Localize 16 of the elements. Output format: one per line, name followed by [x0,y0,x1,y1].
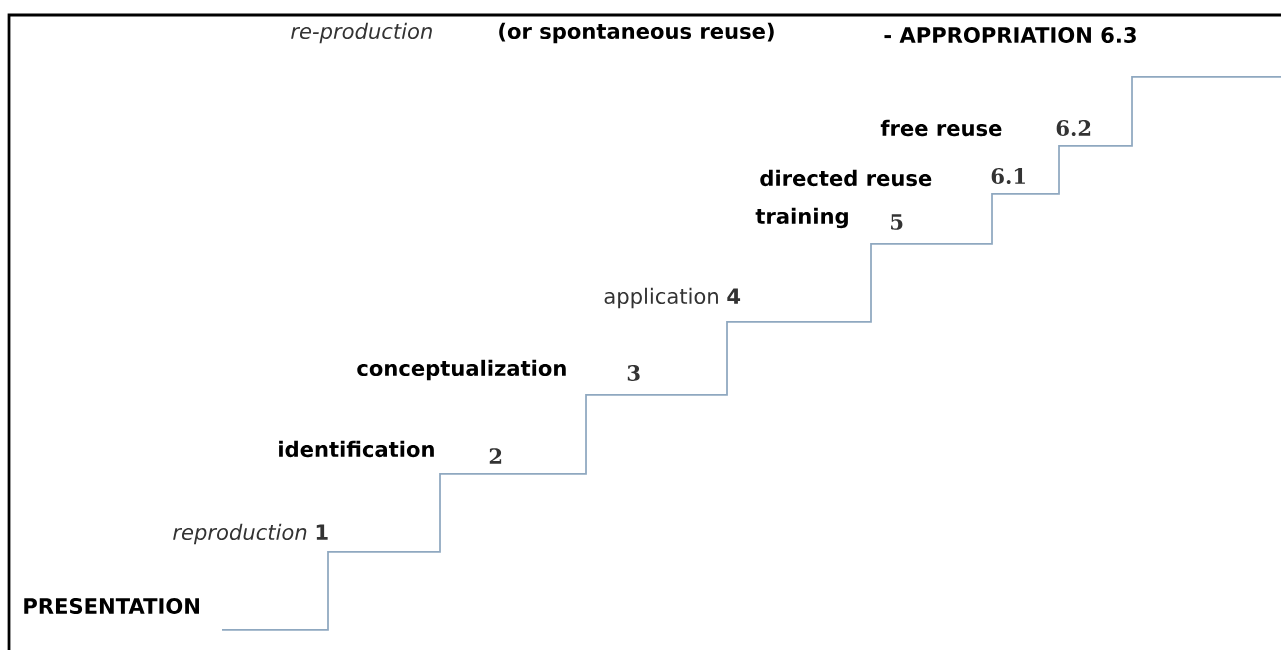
stage-label: free reuse [880,119,1002,137]
stage-label: conceptualization [357,359,566,381]
stage-label: training [755,207,848,229]
stage-label: - APPROPRIATION 6.3 [884,27,1136,43]
step-number: 6.1 [991,168,1025,184]
stage-note: (or spontaneous reuse) [499,22,774,44]
stage-label: reproduction 1 [173,523,328,545]
step-number: 5 [891,214,903,230]
stage-label: PRESENTATION [24,598,199,614]
step-number: 3 [627,365,640,381]
stage-label: re-production [291,22,432,44]
step-number: 2 [489,448,502,464]
stage-label: identification [279,440,434,458]
stage-label: application 4 [604,287,741,309]
stage-label: directed reuse [760,169,932,187]
step-number: 6.2 [1056,120,1091,136]
